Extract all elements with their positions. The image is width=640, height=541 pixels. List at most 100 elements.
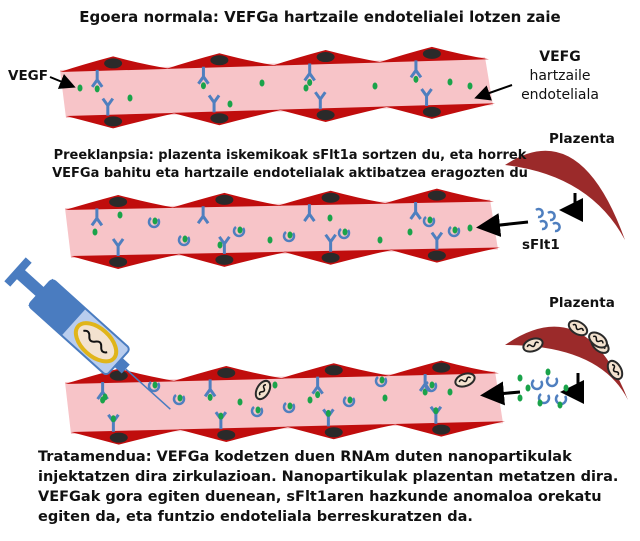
vegf-dot <box>217 241 223 249</box>
sflt1-icon <box>250 406 264 418</box>
sflt1-to-vessel-arrow <box>476 213 529 237</box>
vegf-dot <box>207 393 213 401</box>
sflt1-icon <box>447 226 461 238</box>
vegf-dot <box>377 236 383 244</box>
vegf-dot <box>127 94 133 102</box>
vegf-dot <box>237 398 243 406</box>
cell-nucleus <box>321 252 340 263</box>
mrna-strand <box>458 376 472 383</box>
receptor-icon <box>207 94 221 113</box>
cell-nucleus <box>109 432 128 443</box>
cell-nucleus <box>316 110 335 121</box>
vegf-dot <box>517 394 523 402</box>
receptor-icon <box>324 233 337 252</box>
cell-nucleus <box>427 190 446 201</box>
cell-nucleus <box>427 250 446 261</box>
nanoparticle-icon <box>567 319 589 337</box>
vegf-dot <box>102 393 108 401</box>
vegf-dot <box>467 224 473 232</box>
receptor-icon <box>90 69 104 88</box>
nanoparticle-icon <box>254 379 272 401</box>
vegf-dot <box>152 381 158 389</box>
vessel-lumen <box>60 57 493 118</box>
mrna-strand <box>572 323 584 332</box>
receptor-icon <box>409 201 422 220</box>
cell-nucleus <box>422 106 441 117</box>
vegf-dot <box>177 394 183 402</box>
placenta-nanoparticles <box>522 319 624 381</box>
receptor-icon <box>420 88 433 107</box>
cell-nucleus <box>109 370 128 381</box>
vegf-dot <box>77 84 83 92</box>
blood-vessel-treatment <box>65 360 505 445</box>
placenta-icon <box>505 150 625 240</box>
vegf-dot <box>422 388 428 396</box>
vegf-dot <box>537 399 543 407</box>
vegf-dot <box>325 409 331 417</box>
cell-nucleus <box>210 113 229 124</box>
sflt1-icon <box>172 394 186 406</box>
preeclampsia-title-line: VEFGa bahitu eta hartzaile endotelialak … <box>52 166 528 181</box>
cell-nucleus <box>432 362 451 373</box>
vegf-dot <box>413 75 419 83</box>
vegf-dot <box>342 228 348 236</box>
cell-nucleus <box>109 196 128 207</box>
sflt1-icon <box>530 379 544 391</box>
receptor-icon <box>197 66 210 85</box>
receptor-icon <box>409 60 423 79</box>
blood-vessel-normal <box>60 46 495 129</box>
vegf-dot <box>315 391 321 399</box>
vegf-dot <box>92 228 98 236</box>
normal-panel-title: Egoera normala: VEFGa hartzaile endoteli… <box>79 8 561 26</box>
cell-nucleus <box>316 52 335 63</box>
mrna-strand <box>611 364 620 376</box>
vegf-dot <box>452 226 458 234</box>
vegf-dot <box>447 78 453 86</box>
sflt1-icon <box>232 226 246 238</box>
receptor-icon <box>101 97 115 116</box>
cell-nucleus <box>104 116 123 127</box>
receptor-label-line: endoteliala <box>521 87 599 103</box>
receptor-pointer-arrow <box>474 84 513 101</box>
sflt1-icon <box>282 231 296 243</box>
sflt1-icon <box>342 396 356 408</box>
vegf-dot <box>237 226 243 234</box>
receptor-icon <box>203 379 217 398</box>
vegf-dot <box>447 388 453 396</box>
placenta-label: Plazenta <box>549 131 615 147</box>
nanoparticle-icon <box>522 337 544 353</box>
blood-vessel-preeclampsia <box>65 188 500 269</box>
vessel-lumen <box>65 371 503 434</box>
vegf-dot <box>407 228 413 236</box>
sflt1-icon <box>424 381 438 393</box>
treatment-caption-line: egiten da, eta funtzio endoteliala berre… <box>38 509 473 525</box>
treatment-caption-line: injektatzen dira zirkulazioan. Nanoparti… <box>38 469 619 485</box>
cell-nucleus <box>422 48 441 59</box>
cell-nucleus <box>324 427 343 438</box>
vegf-dot <box>429 381 435 389</box>
receptor-icon <box>90 208 104 227</box>
vegf-dot <box>433 407 439 415</box>
cell-nucleus <box>324 365 343 376</box>
vegf-dot <box>427 216 433 224</box>
vegf-dot <box>152 217 158 225</box>
nanoparticle-icon <box>588 331 608 349</box>
vessel-lumen <box>65 199 498 258</box>
cell-nucleus <box>217 429 236 440</box>
syringe-icon <box>4 257 171 410</box>
vegf-dot <box>525 384 531 392</box>
vegf-dot <box>94 85 100 93</box>
vegf-dot <box>557 401 563 409</box>
cell-nucleus <box>215 254 234 265</box>
sflt1-cluster <box>535 207 561 233</box>
vegf-dot <box>467 82 473 90</box>
cell-nucleus <box>210 55 229 66</box>
vegf-dot <box>117 211 123 219</box>
vegf-dot <box>200 82 206 90</box>
vegf-label: VEGF <box>8 68 48 84</box>
receptor-icon <box>111 238 125 256</box>
placenta-to-vessel-arrow <box>480 381 521 406</box>
cell-nucleus <box>104 58 123 69</box>
treatment-caption-line: Tratamendua: VEFGa kodetzen duen RNAm du… <box>38 449 572 465</box>
receptor-icon <box>430 231 444 250</box>
